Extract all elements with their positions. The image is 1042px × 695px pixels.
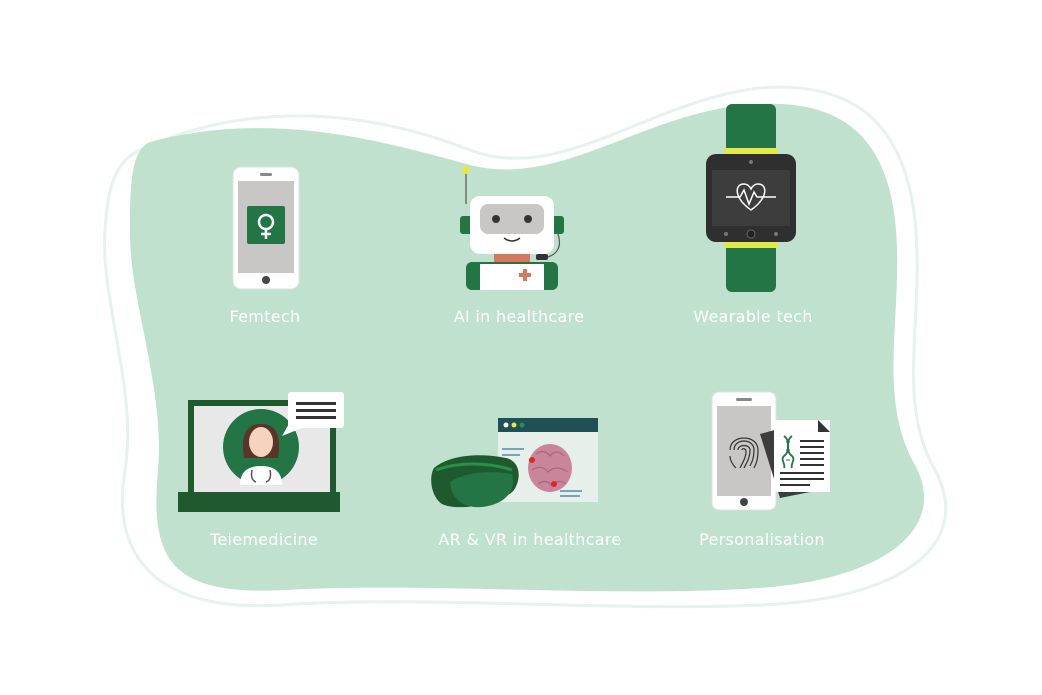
- label-ai-in-healthcare: AI in healthcare: [453, 307, 585, 326]
- smartphone-female-symbol-icon: [232, 166, 300, 290]
- laptop-doctor-video-call-icon: [178, 392, 344, 512]
- phone-fingerprint-dna-document-icon: [711, 391, 830, 511]
- label-wearable-tech: Wearable tech: [693, 307, 813, 326]
- tile-wearable-tech: [704, 104, 798, 292]
- vr-headset-brain-scan-icon: [431, 418, 598, 508]
- tile-telemedicine: [178, 390, 346, 514]
- tile-personalisation: [710, 390, 834, 514]
- label-telemedicine: Telemedicine: [209, 530, 319, 549]
- smartwatch-heartbeat-icon: [706, 104, 796, 292]
- label-personalisation: Personalisation: [699, 530, 825, 549]
- label-femtech: Femtech: [229, 307, 301, 326]
- tile-ai-in-healthcare: [458, 164, 568, 290]
- label-ar-vr-in-healthcare: AR & VR in healthcare: [438, 530, 622, 549]
- tile-femtech: [232, 166, 300, 290]
- tile-ar-vr-in-healthcare: [428, 418, 600, 514]
- robot-doctor-icon: [460, 166, 564, 290]
